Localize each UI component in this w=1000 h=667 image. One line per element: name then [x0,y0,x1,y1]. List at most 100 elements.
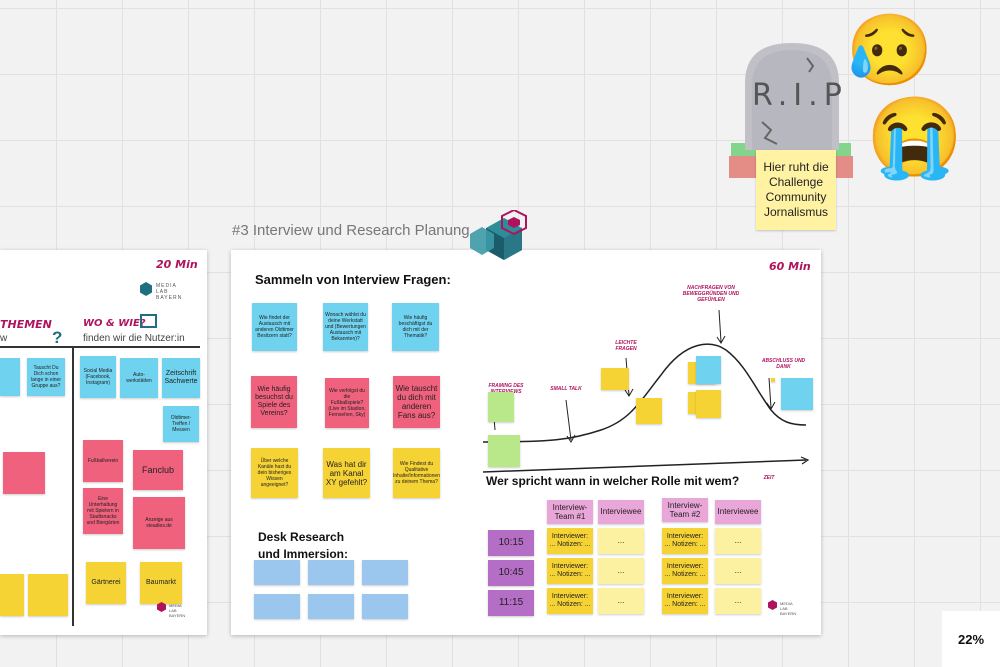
interviewee-header[interactable]: Interviewee [715,500,761,524]
media-lab-logo-icon [157,602,166,612]
label-zeit: ZEIT [763,475,775,481]
sticky-note[interactable] [0,358,20,396]
crying-face-emoji[interactable]: 😭 [866,93,964,181]
sticky-note[interactable]: Eine Unterhaltung mit Spielern in Stadts… [83,488,123,534]
left-board[interactable]: 20 Min MEDIA LAB BAYERN THEMEN ? WO & WI… [0,250,207,635]
desk-note[interactable] [362,594,408,619]
sticky-note[interactable]: Oldtimer-Treffen / Messen [163,406,199,442]
rip-text: R.I.P [752,78,848,113]
frame-title[interactable]: #3 Interview und Research Planung [232,222,470,239]
logo-line-2: LAB [780,606,788,611]
logo-line-3: BAYERN [780,611,797,616]
slot-note[interactable]: Interviewer: ... Notizen: ... [662,528,708,554]
logo-line-2: LAB [156,289,169,295]
sticky-note[interactable]: Fußballverein [83,440,123,482]
slot-note[interactable]: Interviewer: ... Notizen: ... [547,528,593,554]
interview-curve-diagram [482,309,810,473]
sticky-note[interactable] [0,574,24,616]
sticky-note[interactable] [3,452,45,494]
curve-note[interactable] [601,368,629,390]
sticky-note[interactable]: Tauscht Du Dich schon lange in einer Gru… [27,358,65,396]
col2-heading: WO & WIE? [83,318,146,329]
left-board-timer: 20 Min [156,258,198,271]
time-axis [482,459,807,473]
slot-note[interactable]: Interviewer: ... Notizen: ... [547,558,593,584]
question-note[interactable]: Wie tauscht du dich mit anderen Fans aus… [393,376,440,428]
question-note[interactable]: Wie häufig besuchst du Spiele des Verein… [251,376,297,428]
sticky-note[interactable] [28,574,68,616]
arrow-small-talk [565,399,576,443]
slot-note[interactable]: ... [598,588,644,614]
question-note[interactable]: Wonach wählst du deine Werkstatt und (Be… [323,303,368,351]
interviewee-header[interactable]: Interviewee [598,500,644,524]
desk-research-title-2: und Immersion: [258,547,349,561]
slot-note[interactable]: ... [598,528,644,554]
slot-note[interactable]: Interviewer: ... Notizen: ... [547,588,593,614]
main-board[interactable]: 60 Min Sammeln von Interview Fragen: Wie… [231,250,821,635]
curve-note[interactable] [696,356,721,384]
map-icon [140,314,157,328]
time-axis-arrow [800,456,810,465]
zoom-level: 22% [957,631,985,647]
team2-header[interactable]: Interview-Team #2 [662,498,708,522]
curve-note[interactable] [488,435,520,467]
arrow-nachfragen [716,309,726,344]
sticky-note[interactable]: Gärtnerei [86,562,126,604]
curve-note[interactable] [781,378,813,410]
question-note[interactable]: Über welche Kanäle hast du dein bisherig… [251,448,298,498]
curve-note[interactable] [488,392,514,422]
main-board-timer: 60 Min [769,260,811,273]
desk-note[interactable] [362,560,408,585]
sticky-note[interactable]: Baumarkt [140,562,182,604]
cube-logo-icon[interactable] [468,210,532,274]
question-mark: ? [52,328,63,347]
logo-line-1: MEDIA [156,283,177,289]
sticky-note[interactable]: Social Media (Facebook, Instagram) [80,356,116,398]
slot-note[interactable]: ... [715,558,761,584]
interview-curve [482,343,807,443]
question-note[interactable]: Wie häufig beschäftigst du dich mit der … [392,303,439,351]
sticky-note[interactable]: Anzeige aus steadies.de [133,497,185,549]
logo-line-2: LAB [169,608,177,613]
tombstone-note[interactable]: Hier ruht die Challenge Community Jornal… [756,150,836,230]
sticky-note[interactable]: Zeitschrift Sachwerte [162,358,200,398]
media-lab-logo-bottom: MEDIA LAB BAYERN [157,602,197,630]
zoom-indicator[interactable]: 22% [942,611,1000,667]
question-note[interactable]: Wie verfolgst du die Fußballspiele? (Liv… [325,378,369,428]
desk-note[interactable] [254,560,300,585]
slot-note[interactable]: Interviewer: ... Notizen: ... [662,588,708,614]
slot-note[interactable]: ... [598,558,644,584]
curve-note[interactable] [636,398,662,424]
time-slot[interactable]: 10:15 [488,530,534,556]
col2-subtitle: finden wir die Nutzer:in [83,333,185,344]
label-nachfragen: NACHFRAGEN VON BEWEGGRÜNDEN UND GEFÜHLEN [682,285,740,303]
slot-note[interactable]: Interviewer: ... Notizen: ... [662,558,708,584]
desk-research-title-1: Desk Research [258,530,345,544]
team1-header[interactable]: Interview-Team #1 [547,500,593,524]
slot-note[interactable]: ... [715,528,761,554]
media-lab-logo: MEDIA LAB BAYERN [140,282,181,306]
label-leichte: LEICHTE FRAGEN [615,340,637,352]
media-lab-logo-main: MEDIA LAB BAYERN [768,600,813,628]
sad-face-emoji[interactable]: 😥 [846,11,934,89]
slot-note[interactable]: ... [715,588,761,614]
question-note[interactable]: Wie findet der Austausch mit anderen Old… [252,303,297,351]
curve-note[interactable] [771,378,775,382]
sticky-note[interactable]: Auto-werkstätten [120,358,158,398]
logo-line-1: MEDIA [169,603,182,608]
column-divider [72,346,74,626]
logo-line-1: MEDIA [780,601,793,606]
media-lab-logo-icon [768,600,777,610]
questions-title: Sammeln von Interview Fragen: [255,272,451,287]
header-line [0,346,200,348]
desk-note[interactable] [254,594,300,619]
question-note[interactable]: Was hat dir am Kanal XY gefehlt? [323,448,370,498]
question-note[interactable]: Wie Findest du Qualitative Inhalte/Infor… [393,448,440,498]
label-small-talk: SMALL TALK [550,386,582,392]
sticky-note[interactable]: Fanclub [133,450,183,490]
desk-note[interactable] [308,594,354,619]
desk-note[interactable] [308,560,354,585]
time-slot[interactable]: 11:15 [488,590,534,616]
time-slot[interactable]: 10:45 [488,560,534,586]
curve-note[interactable] [696,390,721,418]
